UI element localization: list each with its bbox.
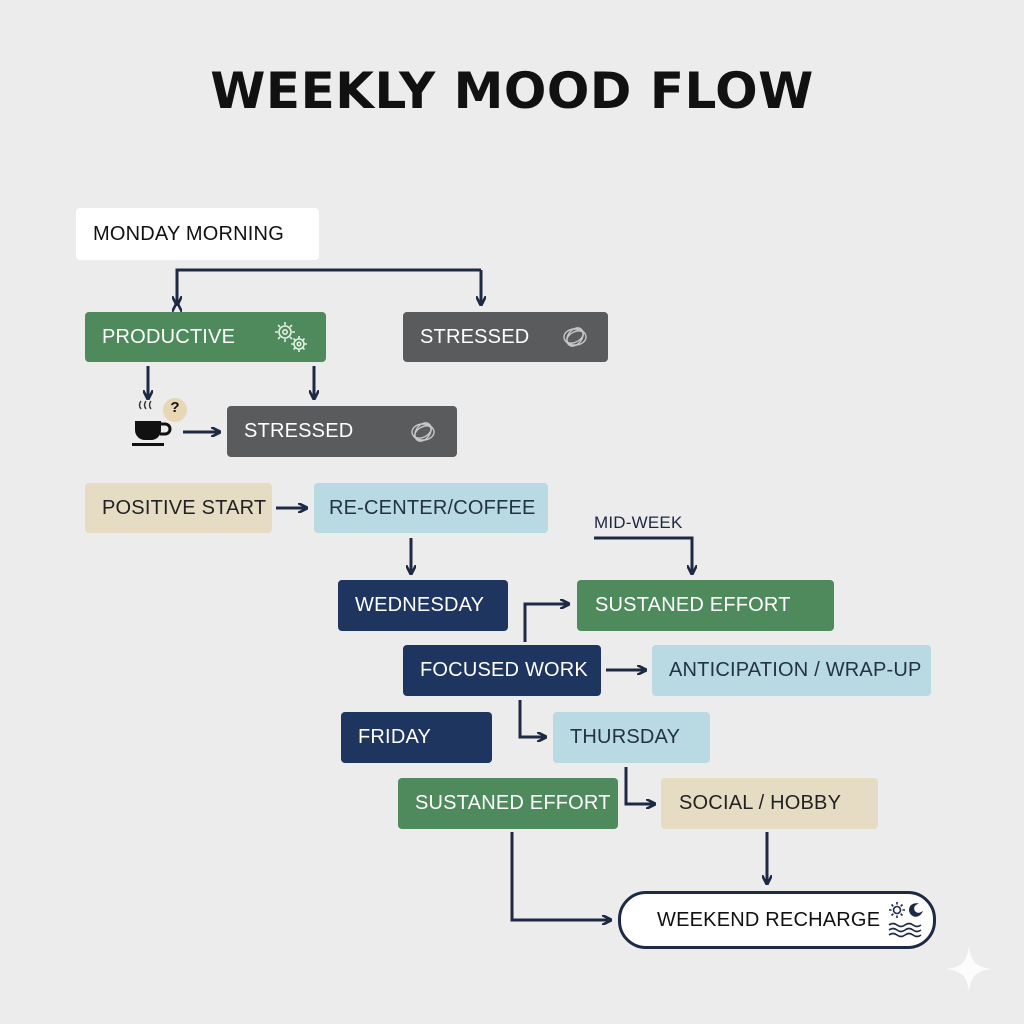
node-label: WEDNESDAY (355, 594, 485, 616)
node-label: FOCUSED WORK (420, 659, 588, 681)
node-label: POSITIVE START (102, 496, 267, 519)
node-focused-work: FOCUSED WORK (403, 645, 601, 696)
sparkle-icon (946, 946, 992, 992)
node-positive-start: POSITIVE START (85, 483, 272, 533)
node-label: SUSTANED EFFORT (415, 792, 611, 814)
node-sustained-effort-top: SUSTANED EFFORT (577, 580, 834, 631)
node-label: MONDAY MORNING (93, 222, 284, 245)
label-mid-week: MID-WEEK (594, 513, 683, 532)
node-sustained-effort-bottom: SUSTANED EFFORT (398, 778, 618, 829)
coffee-cup-icon: ? (130, 396, 190, 450)
node-friday: FRIDAY (341, 712, 492, 763)
node-stressed-mid: STRESSED (227, 406, 457, 457)
node-label: STRESSED (420, 325, 530, 348)
sun-moon-waves-icon (888, 902, 923, 938)
node-stressed-top: STRESSED (403, 312, 608, 362)
diagram-title: WEEKLY MOOD FLOW (210, 62, 814, 120)
link-midweek-sustained (594, 536, 692, 573)
node-productive: PRODUCTIVE (85, 312, 326, 362)
node-wednesday: WEDNESDAY (338, 580, 508, 631)
link-focused-sustained (523, 604, 568, 642)
node-label: THURSDAY (570, 726, 681, 748)
link-thursday-social (624, 767, 654, 804)
tangle-icon (411, 422, 435, 442)
node-label: ANTICIPATION / WRAP-UP (669, 659, 922, 681)
node-thursday: THURSDAY (553, 712, 710, 763)
link-sustained-weekend (510, 832, 610, 920)
node-monday-morning: MONDAY MORNING (76, 208, 319, 260)
node-recenter-coffee: RE-CENTER/COFFEE (314, 483, 548, 533)
tangle-icon (563, 327, 587, 347)
gears-icon (275, 322, 307, 352)
node-label: SUSTANED EFFORT (595, 594, 791, 616)
node-anticipation-wrapup: ANTICIPATION / WRAP-UP (652, 645, 931, 696)
node-label: WEEKEND RECHARGE (657, 908, 881, 931)
node-weekend-recharge: WEEKEND RECHARGE (618, 891, 936, 949)
node-label: RE-CENTER/COFFEE (329, 496, 536, 519)
link-focused-thursday (518, 700, 545, 737)
node-label: FRIDAY (358, 726, 432, 748)
node-label: SOCIAL / HOBBY (679, 792, 842, 814)
link-monday-productive (177, 268, 481, 304)
coffee-question-mark: ? (170, 399, 180, 416)
node-social-hobby: SOCIAL / HOBBY (661, 778, 878, 829)
node-label: PRODUCTIVE (102, 325, 236, 348)
node-label: STRESSED (244, 420, 354, 442)
